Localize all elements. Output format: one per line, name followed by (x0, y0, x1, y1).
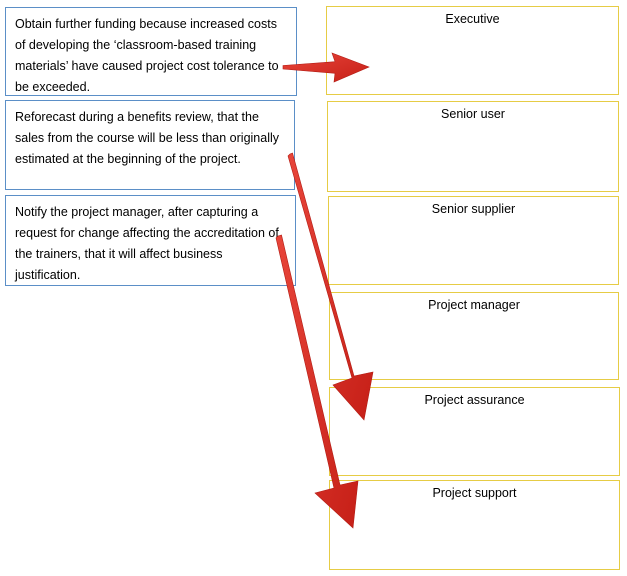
role-label-senior-user: Senior user (441, 107, 505, 121)
role-box-project-manager[interactable]: Project manager (329, 292, 619, 380)
role-label-project-manager: Project manager (428, 298, 520, 312)
task-box-3[interactable]: Notify the project manager, after captur… (5, 195, 296, 286)
role-label-project-support: Project support (432, 486, 517, 500)
role-box-project-support[interactable]: Project support (329, 480, 620, 570)
role-box-executive[interactable]: Executive (326, 6, 619, 95)
task-box-2[interactable]: Reforecast during a benefits review, tha… (5, 100, 295, 190)
role-label-senior-supplier: Senior supplier (431, 202, 516, 216)
role-box-senior-supplier[interactable]: Senior supplier (328, 196, 619, 285)
role-label-project-assurance: Project assurance (424, 393, 525, 407)
role-label-executive: Executive (445, 12, 500, 26)
role-box-project-assurance[interactable]: Project assurance (329, 387, 620, 476)
role-box-senior-user[interactable]: Senior user (327, 101, 619, 192)
task-box-1[interactable]: Obtain further funding because increased… (5, 7, 297, 96)
